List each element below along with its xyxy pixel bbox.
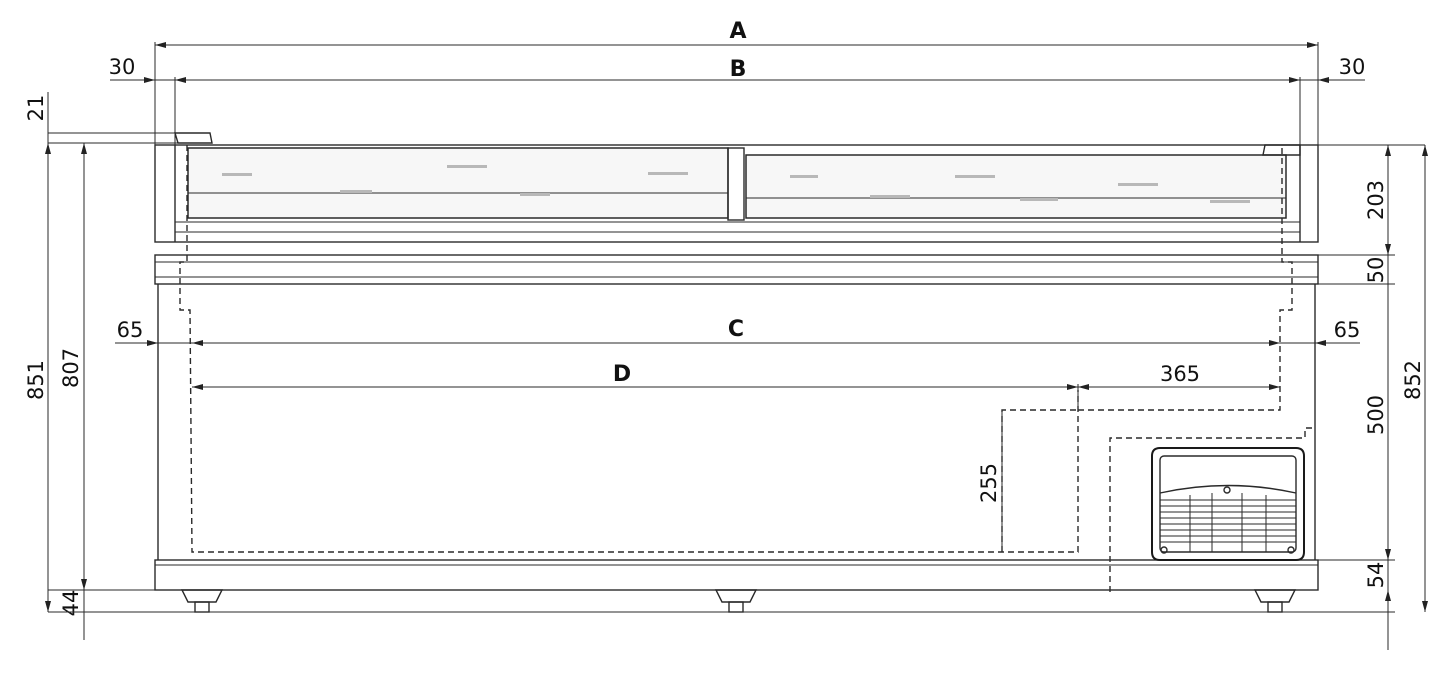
dim-top-right-30: 30 [1339, 55, 1366, 79]
dim-inner-left-65: 65 [117, 318, 144, 342]
dimension-c: C 65 65 [115, 317, 1360, 346]
dim-cabinet-500: 500 [1364, 395, 1388, 435]
foot-center [714, 589, 758, 613]
left-glass-lid [187, 147, 729, 219]
dim-top-left-30: 30 [109, 55, 136, 79]
dimension-255: 255 [977, 410, 1003, 552]
dim-rim-50: 50 [1364, 257, 1388, 284]
foot-right [1253, 589, 1297, 613]
dim-handle-21: 21 [24, 95, 48, 122]
dim-compressor-255: 255 [977, 463, 1001, 503]
label-a: A [729, 19, 746, 44]
dim-body-807: 807 [59, 348, 83, 388]
dim-compressor-365: 365 [1160, 362, 1200, 386]
glass-reflection-marks [222, 165, 1250, 203]
dim-total-852: 852 [1401, 360, 1425, 400]
dim-inner-right-65: 65 [1334, 318, 1361, 342]
left-lid-handle [174, 132, 213, 144]
dimension-d: D 365 [192, 362, 1280, 410]
dim-total-851: 851 [24, 360, 48, 400]
dim-base-54: 54 [1364, 562, 1388, 589]
dimension-a: A [154, 19, 1319, 145]
right-dimensions: 203 50 500 54 852 [1300, 144, 1428, 650]
label-d: D [613, 362, 631, 387]
grille-slats [1160, 493, 1296, 552]
ventilation-grille [1151, 447, 1305, 561]
freezer-body [154, 132, 1319, 591]
right-glass-lid [745, 154, 1287, 219]
feet [180, 589, 1297, 613]
left-dimensions: 21 851 807 44 [24, 92, 1395, 640]
dimension-b: B 30 30 [109, 55, 1366, 145]
label-c: C [728, 317, 744, 342]
label-b: B [730, 57, 747, 82]
foot-left [180, 589, 224, 613]
right-lid-handle [1262, 144, 1301, 156]
dim-lid-203: 203 [1364, 180, 1388, 220]
